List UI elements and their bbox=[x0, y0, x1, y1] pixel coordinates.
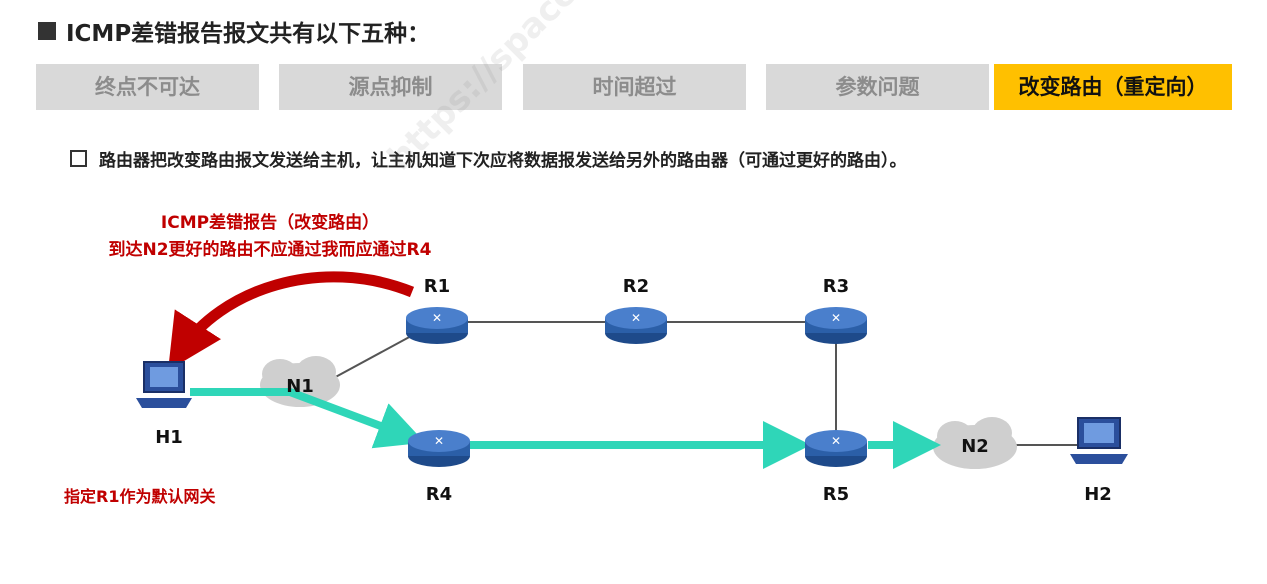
router-r3-icon: ✕ bbox=[805, 307, 867, 344]
router-r1-icon: ✕ bbox=[406, 307, 468, 344]
label-r5: R5 bbox=[822, 484, 850, 505]
checkbox-bullet-icon bbox=[70, 150, 87, 167]
tab-destination-unreachable[interactable]: 终点不可达 bbox=[36, 64, 259, 110]
router-r5-icon: ✕ bbox=[805, 430, 867, 467]
label-r2: R2 bbox=[622, 276, 650, 297]
section-heading: ICMP差错报告报文共有以下五种： bbox=[38, 14, 430, 48]
path-h1-r4-arrow bbox=[190, 388, 425, 449]
redirect-callout: ICMP差错报告（改变路由） 到达N2更好的路由不应通过我而应通过R4 bbox=[40, 210, 500, 264]
cloud-n2-icon bbox=[933, 417, 1017, 469]
label-r1: R1 bbox=[423, 276, 451, 297]
description-text: 路由器把改变路由报文发送给主机，让主机知道下次应将数据报发送给另外的路由器（可通… bbox=[99, 151, 907, 171]
heading-bullet-icon bbox=[38, 22, 56, 40]
svg-text:✕: ✕ bbox=[432, 311, 442, 325]
svg-text:✕: ✕ bbox=[631, 311, 641, 325]
redirect-arrow bbox=[168, 271, 415, 371]
label-n1: N1 bbox=[286, 376, 314, 397]
callout-line-1: ICMP差错报告（改变路由） bbox=[160, 213, 380, 233]
label-n2: N2 bbox=[961, 436, 989, 457]
tab-parameter-problem[interactable]: 参数问题 bbox=[766, 64, 989, 110]
host-h1-icon bbox=[136, 361, 192, 408]
tab-redirect[interactable]: 改变路由（重定向） bbox=[994, 64, 1232, 110]
tab-time-exceeded[interactable]: 时间超过 bbox=[523, 64, 746, 110]
svg-text:✕: ✕ bbox=[831, 434, 841, 448]
label-r4: R4 bbox=[425, 484, 453, 505]
heading-text: ICMP差错报告报文共有以下五种： bbox=[66, 21, 431, 47]
callout-line-2: 到达N2更好的路由不应通过我而应通过R4 bbox=[108, 240, 432, 260]
tab-source-quench[interactable]: 源点抑制 bbox=[279, 64, 502, 110]
host-h2-icon bbox=[1070, 417, 1128, 464]
label-h2: H2 bbox=[1084, 484, 1112, 505]
label-r3: R3 bbox=[822, 276, 850, 297]
svg-text:✕: ✕ bbox=[831, 311, 841, 325]
router-r2-icon: ✕ bbox=[605, 307, 667, 344]
router-r4-icon: ✕ bbox=[408, 430, 470, 467]
label-h1: H1 bbox=[155, 427, 183, 448]
gateway-note: 指定R1作为默认网关 bbox=[64, 487, 216, 506]
svg-text:✕: ✕ bbox=[434, 434, 444, 448]
description: 路由器把改变路由报文发送给主机，让主机知道下次应将数据报发送给另外的路由器（可通… bbox=[70, 146, 907, 171]
